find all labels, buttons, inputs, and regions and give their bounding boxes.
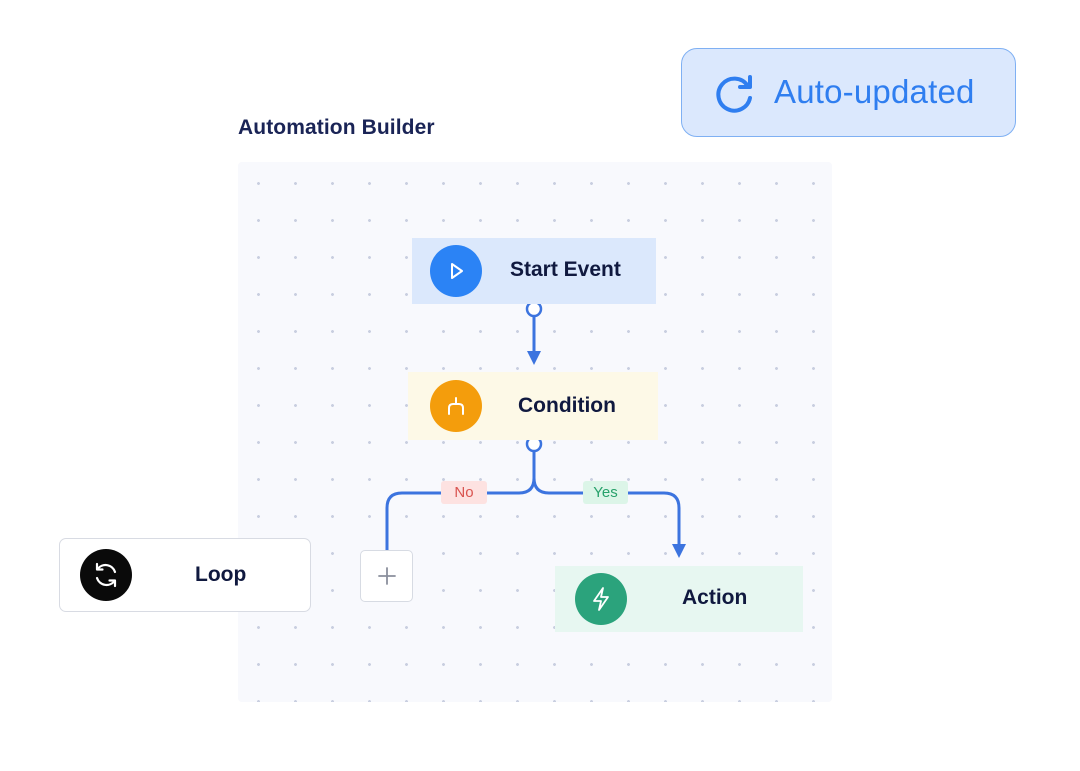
edge-label-no: No: [441, 481, 487, 504]
branch-icon: [430, 380, 482, 432]
node-loop[interactable]: Loop: [59, 538, 311, 612]
lightning-icon: [575, 573, 627, 625]
node-start-event[interactable]: Start Event: [412, 238, 656, 304]
arrow-head-action: [672, 544, 686, 558]
node-start-event-label: Start Event: [510, 258, 621, 281]
node-condition-label: Condition: [518, 394, 616, 417]
play-icon: [430, 245, 482, 297]
refresh-icon: [716, 75, 752, 113]
plus-icon: [377, 567, 396, 585]
connector-yes-branch: [532, 477, 681, 546]
page-title: Automation Builder: [238, 116, 435, 139]
loop-icon: [80, 549, 132, 601]
auto-updated-label: Auto-updated: [774, 73, 975, 110]
node-action-label: Action: [682, 586, 748, 609]
node-action[interactable]: Action: [555, 566, 803, 632]
node-loop-label: Loop: [195, 563, 247, 586]
edge-label-yes: Yes: [583, 481, 628, 504]
arrow-head-condition: [527, 351, 541, 365]
add-step-button[interactable]: [360, 550, 413, 602]
start-output-port: [525, 300, 543, 318]
node-condition[interactable]: Condition: [408, 372, 658, 440]
auto-updated-badge: Auto-updated: [681, 48, 1016, 137]
